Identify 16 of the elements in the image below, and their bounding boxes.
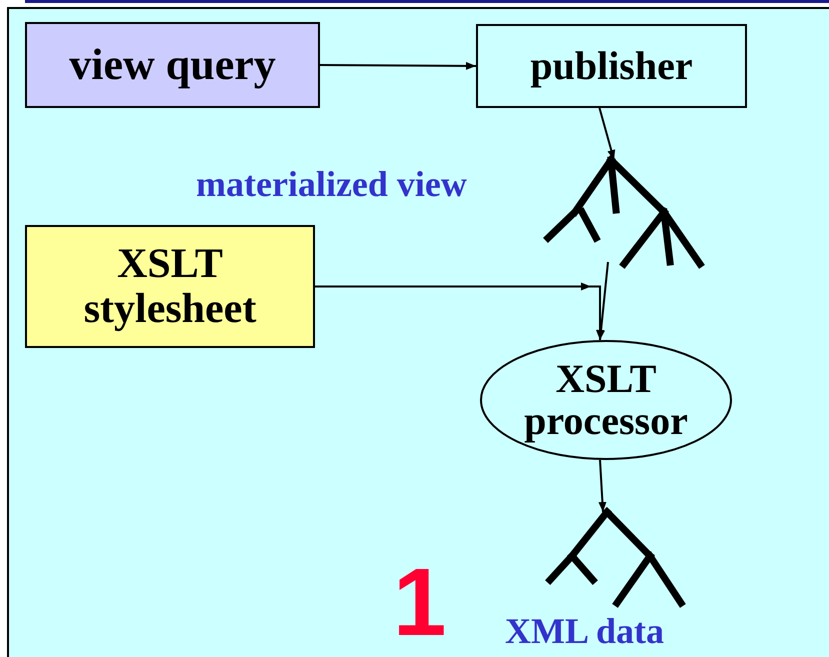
process-box: [476, 24, 747, 108]
node-label: view query: [69, 42, 276, 88]
arrow: [598, 108, 616, 160]
arrow: [320, 62, 476, 70]
view-caption: materialized view: [196, 166, 467, 202]
arrow: [598, 460, 606, 512]
node-label: XSLT stylesheet: [82, 242, 258, 331]
stylesheet-box: [25, 225, 315, 348]
arrow: [597, 262, 609, 340]
node-label: XSLT processor: [523, 358, 689, 442]
slide-number: 1: [393, 555, 446, 651]
tree-caption: XML data: [505, 610, 664, 652]
node-label: publisher: [530, 45, 693, 87]
processor-ellipse: [480, 340, 732, 460]
query-box: [25, 22, 320, 108]
arrow: [315, 282, 604, 340]
